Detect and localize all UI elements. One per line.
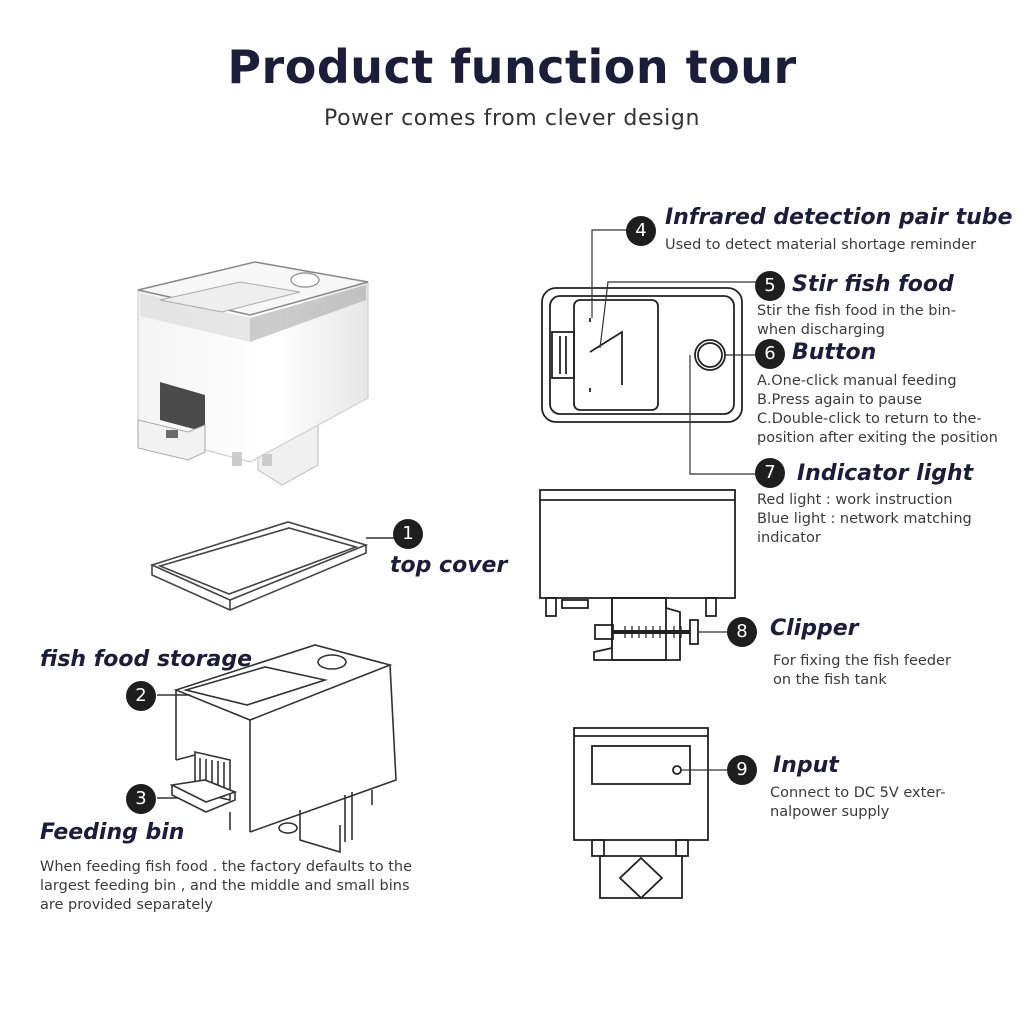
callout-number-9: 9 [727, 755, 757, 785]
callout-number-7: 7 [755, 458, 785, 488]
callout-heading-top-cover: top cover [390, 553, 508, 578]
callout-number-2: 2 [126, 681, 156, 711]
feeder-side-view-illustration [539, 489, 736, 661]
callout-number-6: 6 [755, 339, 785, 369]
callout-desc-indicator-light: Red light : work instruction Blue light … [757, 492, 972, 546]
callout-heading-input: Input [773, 753, 839, 778]
callout-desc-input: Connect to DC 5V exter- nalpower supply [770, 785, 946, 820]
callout-number-1: 1 [393, 519, 423, 549]
callout-heading-clipper: Clipper [770, 616, 859, 641]
callout-heading-indicator-light: Indicator light [797, 461, 974, 486]
callout-heading-button: Button [792, 340, 877, 365]
callout-desc-clipper: For fixing the fish feeder on the fish t… [773, 653, 951, 688]
feeder-render-illustration [137, 261, 369, 486]
page-title: Product function tour [227, 40, 797, 94]
callout-heading-infrared: Infrared detection pair tube [665, 205, 1013, 230]
feeder-top-view-illustration [541, 287, 743, 423]
callout-desc-feeding-bin: When feeding fish food . the factory def… [40, 859, 413, 913]
callout-desc-infrared: Used to detect material shortage reminde… [665, 237, 977, 253]
top-cover-illustration [149, 521, 369, 611]
feeder-back-view-illustration [573, 727, 709, 900]
callout-desc-stir-fish-food: Stir the fish food in the bin- when disc… [757, 303, 956, 338]
callout-number-4: 4 [626, 216, 656, 246]
callout-number-3: 3 [126, 784, 156, 814]
feeder-storage-illustration [169, 644, 397, 854]
page-subtitle: Power comes from clever design [324, 106, 700, 131]
callout-heading-feeding-bin: Feeding bin [40, 820, 185, 845]
callout-heading-stir-fish-food: Stir fish food [792, 272, 954, 297]
callout-desc-button: A.One-click manual feeding B.Press again… [757, 373, 998, 446]
callout-heading-fish-food-storage: fish food storage [40, 647, 253, 672]
callout-number-5: 5 [755, 271, 785, 301]
callout-number-8: 8 [727, 617, 757, 647]
